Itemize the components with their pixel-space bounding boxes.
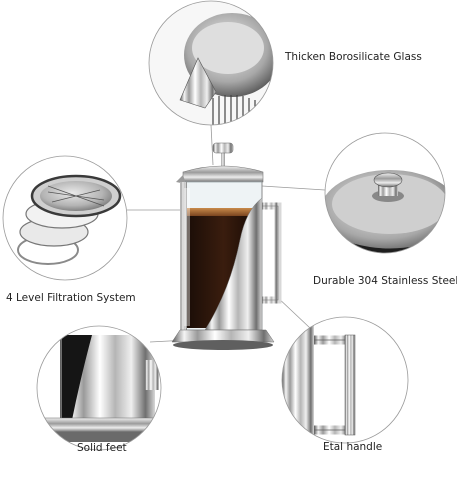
handle-closeup-frame bbox=[281, 316, 409, 444]
filtration-label: 4 Level Filtration System bbox=[6, 292, 136, 304]
feet-closeup bbox=[37, 326, 161, 450]
lid-closeup-frame bbox=[324, 132, 446, 254]
glass-label: Thicken Borosilicate Glass bbox=[285, 51, 422, 63]
steel-label: Durable 304 Stainless Steel bbox=[313, 275, 457, 287]
filter-closeup-frame bbox=[2, 155, 128, 281]
handle-closeup bbox=[282, 317, 408, 443]
glass-closeup-frame bbox=[148, 0, 274, 126]
french-press-illustration bbox=[171, 142, 282, 350]
feet-closeup-frame bbox=[36, 325, 162, 451]
lid-closeup bbox=[325, 133, 445, 253]
glass-closeup bbox=[149, 1, 273, 125]
filter-closeup bbox=[3, 156, 127, 280]
feet-label: Solid feet bbox=[77, 442, 127, 454]
handle-label: Etal handle bbox=[323, 441, 383, 453]
